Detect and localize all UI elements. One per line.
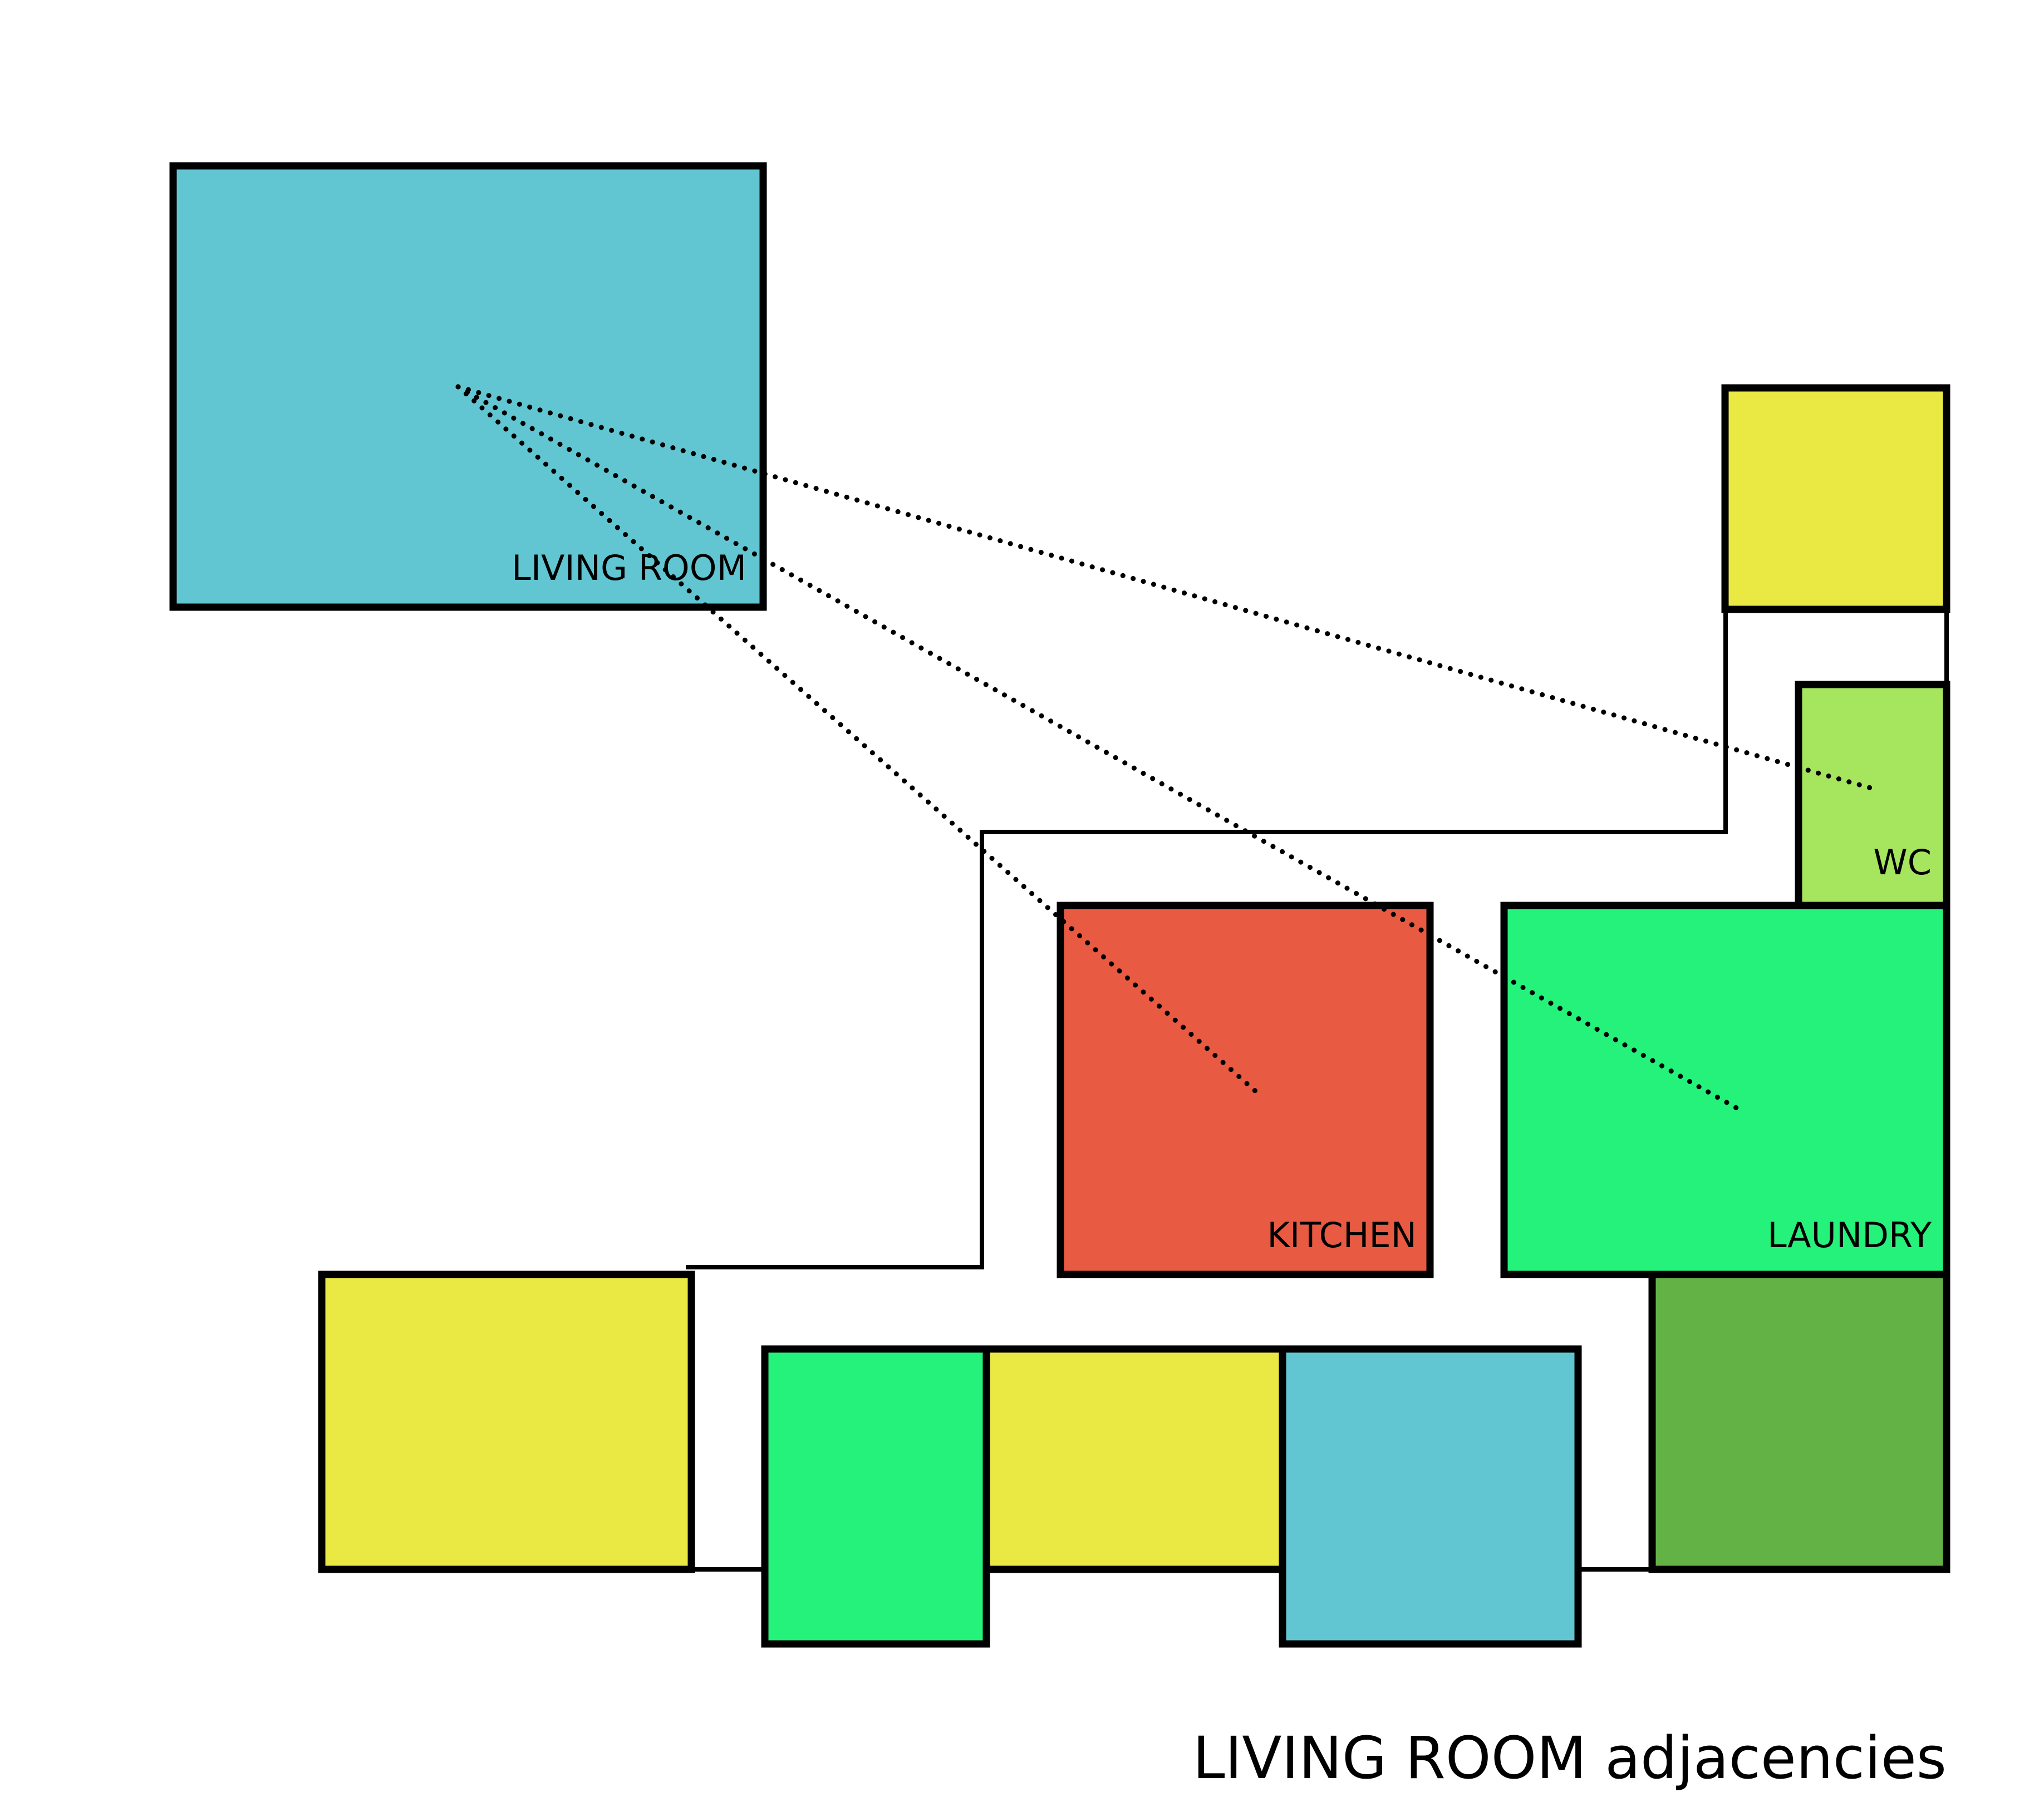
link-living-room-to-laundry <box>455 384 1743 1113</box>
wc-label: WC <box>1873 842 1932 883</box>
corridor-wall-west <box>686 609 1728 1269</box>
adjacency-links <box>455 384 1881 1113</box>
living-room-block <box>169 162 767 611</box>
diagram-title: LIVING ROOM adjacencies <box>1193 1724 1947 1792</box>
link-living-room-to-wc <box>455 384 1881 793</box>
living-room-label: LIVING ROOM <box>512 548 746 588</box>
kitchen-block <box>1057 902 1434 1278</box>
laundry-label: LAUNDRY <box>1767 1215 1932 1256</box>
yellow-room-bottom-left <box>318 1271 695 1573</box>
yellow-room-top-right <box>1721 384 1950 613</box>
room-labels: LIVING ROOM WC KITCHEN LAUNDRY <box>512 548 1932 1256</box>
dark-green-room-bottom-right <box>1648 1271 1950 1573</box>
kitchen-label: KITCHEN <box>1267 1215 1417 1256</box>
laundry-block <box>1500 902 1950 1278</box>
link-living-room-to-kitchen <box>455 384 1259 1095</box>
wc-block <box>1795 681 1950 910</box>
building-outline <box>686 609 1949 1572</box>
rooms <box>169 162 1950 1648</box>
yellow-room-bottom-middle <box>982 1345 1286 1573</box>
green-room-bottom <box>761 1345 990 1648</box>
blue-room-bottom <box>1279 1345 1582 1648</box>
